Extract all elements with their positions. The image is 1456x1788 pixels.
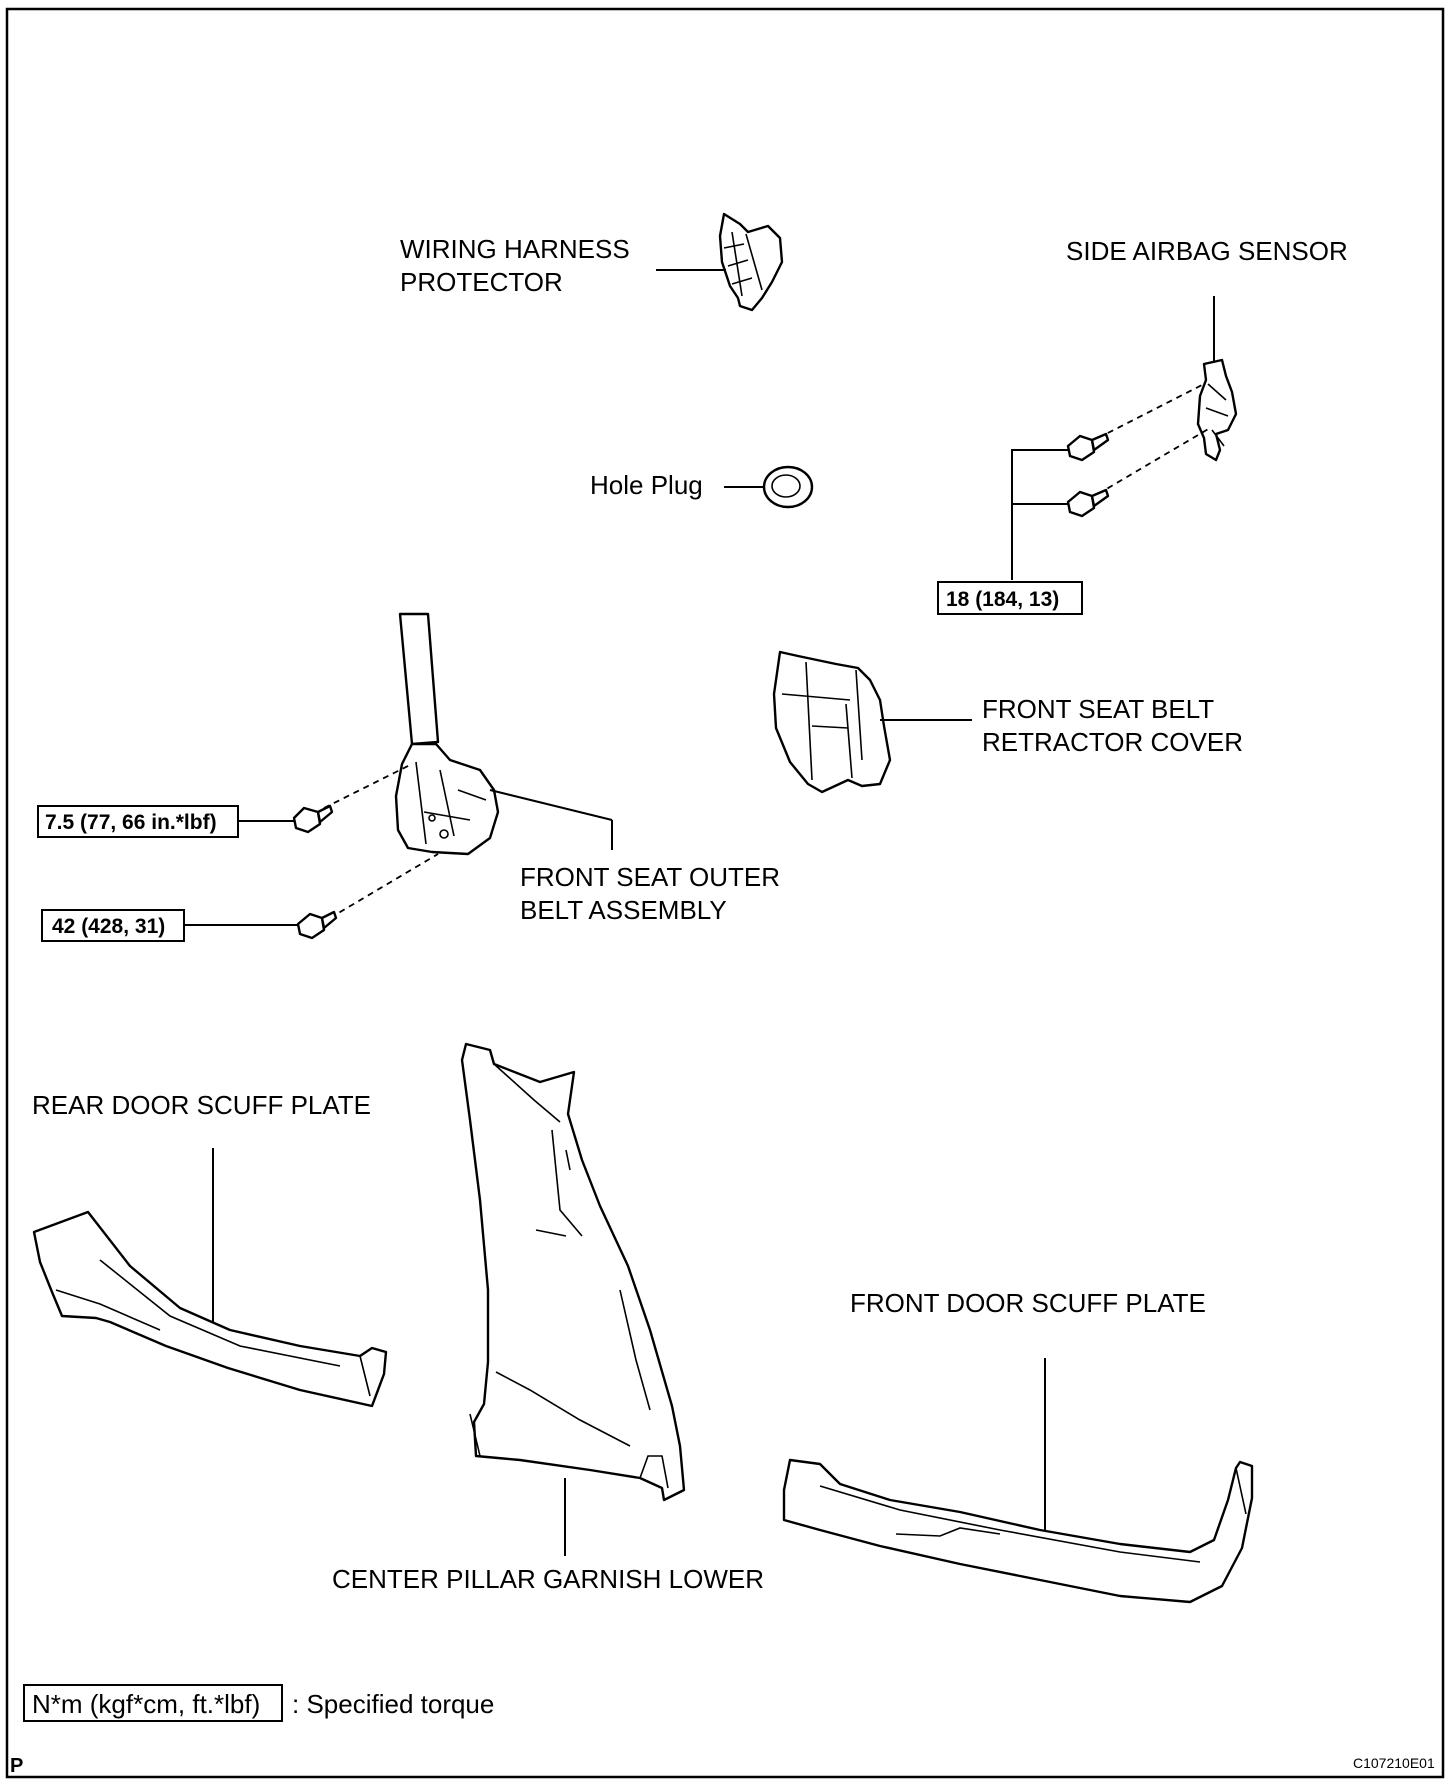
belt-upper-torque-value: 7.5 (77, 66 in.*lbf)	[45, 811, 217, 834]
sensor-upper-bolt	[1066, 432, 1110, 462]
belt-anchor-torque-box	[41, 909, 185, 942]
front-door-scuff-plate-part	[782, 1458, 1254, 1604]
rear-door-scuff-plate-part	[32, 1210, 388, 1408]
wiring-harness-protector-part	[718, 212, 784, 312]
figure-code: C107210E01	[1353, 1755, 1435, 1771]
hole-plug-label: Hole Plug	[590, 470, 703, 500]
center-pillar-garnish-lower-part	[460, 1042, 686, 1502]
sensor-torque-box	[937, 581, 1083, 615]
legend-torque-box-text: N*m (kgf*cm, ft.*lbf)	[32, 1689, 260, 1719]
side-airbag-sensor-label: SIDE AIRBAG SENSOR	[1066, 236, 1348, 266]
front-door-scuff-plate-label: FRONT DOOR SCUFF PLATE	[850, 1288, 1206, 1318]
belt-upper-bolt-dashed-line	[323, 763, 413, 809]
wiring-harness-protector-label-line1: WIRING HARNESS	[400, 234, 630, 264]
sensor-torque-value: 18 (184, 13)	[946, 588, 1059, 611]
sensor-torque-leader	[1011, 449, 1068, 580]
retractor-cover-label-line2: RETRACTOR COVER	[982, 727, 1243, 757]
legend-description: : Specified torque	[292, 1689, 494, 1719]
belt-anchor-bolt	[296, 910, 338, 940]
center-pillar-label: CENTER PILLAR GARNISH LOWER	[332, 1564, 764, 1594]
belt-upper-bolt	[292, 804, 334, 834]
legend-torque-box	[23, 1684, 283, 1722]
sensor-lower-bolt-dashed-line	[1097, 427, 1211, 495]
belt-assembly-label-line2: BELT ASSEMBLY	[520, 895, 727, 925]
sensor-lower-bolt	[1066, 488, 1110, 518]
retractor-cover-label-line1: FRONT SEAT BELT	[982, 694, 1214, 724]
side-airbag-sensor-part	[1196, 358, 1238, 462]
figure-frame	[5, 7, 1445, 1779]
belt-assembly-leader	[489, 789, 613, 821]
rear-door-scuff-plate-label: REAR DOOR SCUFF PLATE	[32, 1090, 371, 1120]
front-seat-outer-belt-assembly-part	[394, 612, 500, 856]
hole-plug-part	[762, 465, 814, 509]
wiring-harness-protector-label-line2: PROTECTOR	[400, 267, 563, 297]
belt-assembly-label-line1: FRONT SEAT OUTER	[520, 862, 780, 892]
corner-mark: P	[10, 1755, 23, 1777]
belt-anchor-bolt-dashed-line	[329, 853, 439, 919]
front-seat-belt-retractor-cover-part	[772, 650, 892, 794]
belt-anchor-torque-value: 42 (428, 31)	[52, 915, 165, 938]
belt-upper-torque-box	[37, 805, 239, 838]
sensor-upper-bolt-dashed-line	[1097, 383, 1205, 439]
